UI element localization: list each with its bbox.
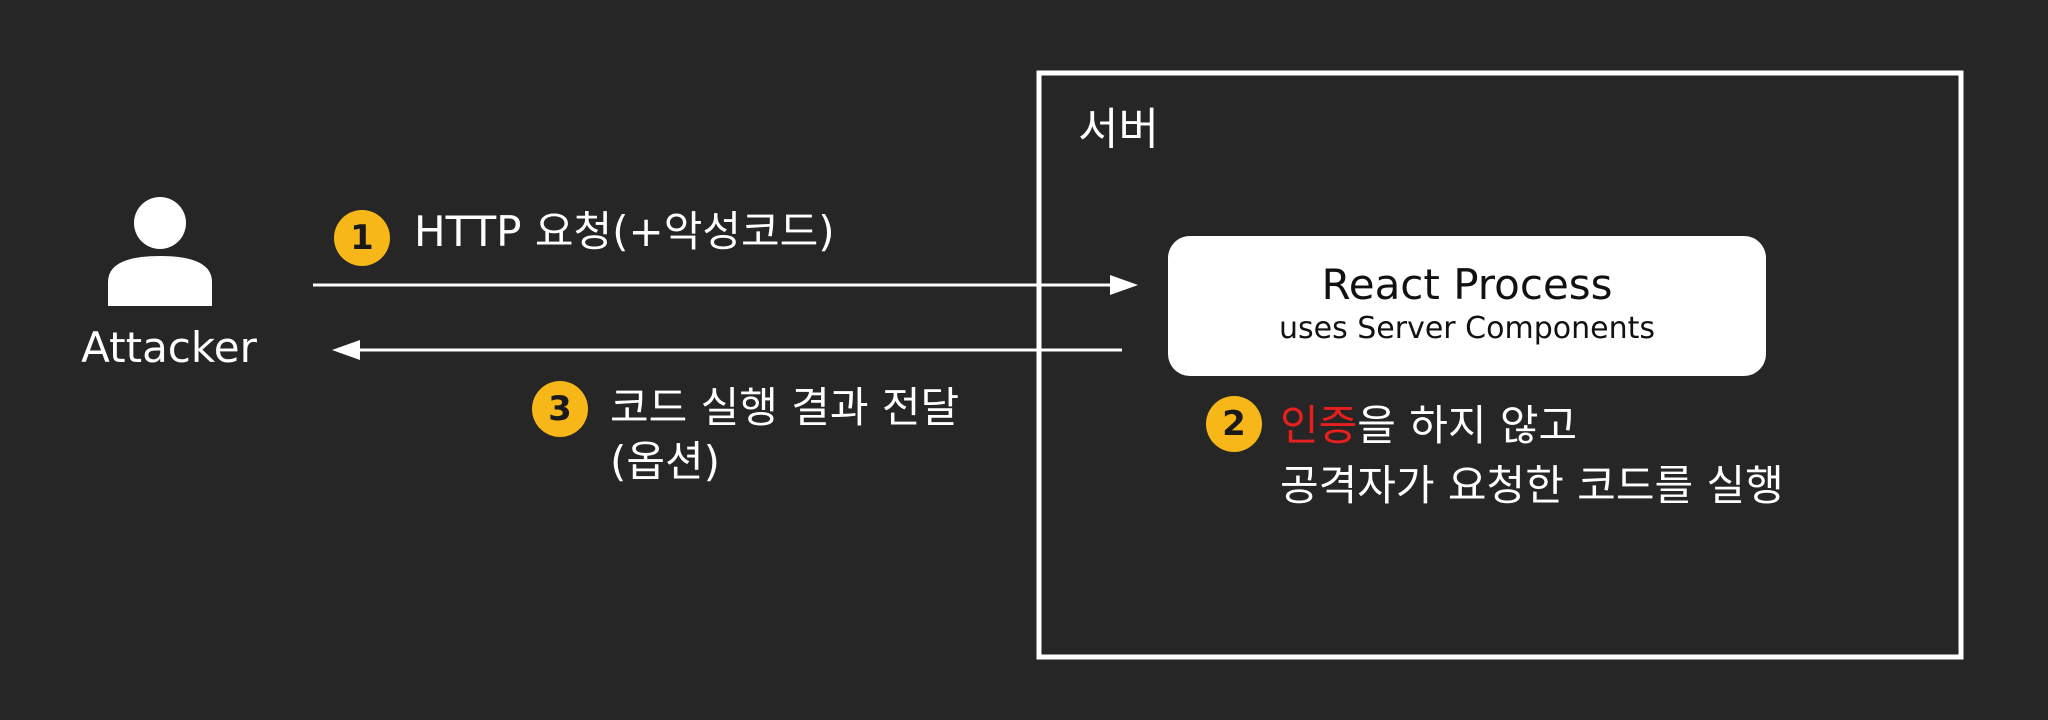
server-boundary [1036,70,1964,660]
react-process-box: React Process uses Server Components [1168,236,1766,376]
process-subtitle: uses Server Components [1279,311,1655,346]
step-2-highlight: 인증 [1280,401,1358,450]
step-3-line2: (옵션) [610,437,721,486]
step-2-text: 을 하지 않고 [1357,401,1578,450]
step-3-line1: 코드 실행 결과 전달 [610,383,960,432]
person-icon [108,197,212,306]
server-label: 서버 [1078,104,1159,155]
step-2-badge: 2 [1206,396,1262,452]
step-2-line2: 공격자가 요청한 코드를 실행 [1280,461,1784,510]
step-1-badge: 1 [334,210,390,266]
response-arrow [332,340,1122,360]
step-2-line1: 인증을 하지 않고 [1280,396,1577,456]
request-arrow [313,275,1138,295]
step-1-text: HTTP 요청(+악성코드) [414,207,835,256]
process-title: React Process [1321,260,1613,309]
step-3-badge: 3 [532,381,588,437]
attacker-label: Attacker [81,323,257,372]
